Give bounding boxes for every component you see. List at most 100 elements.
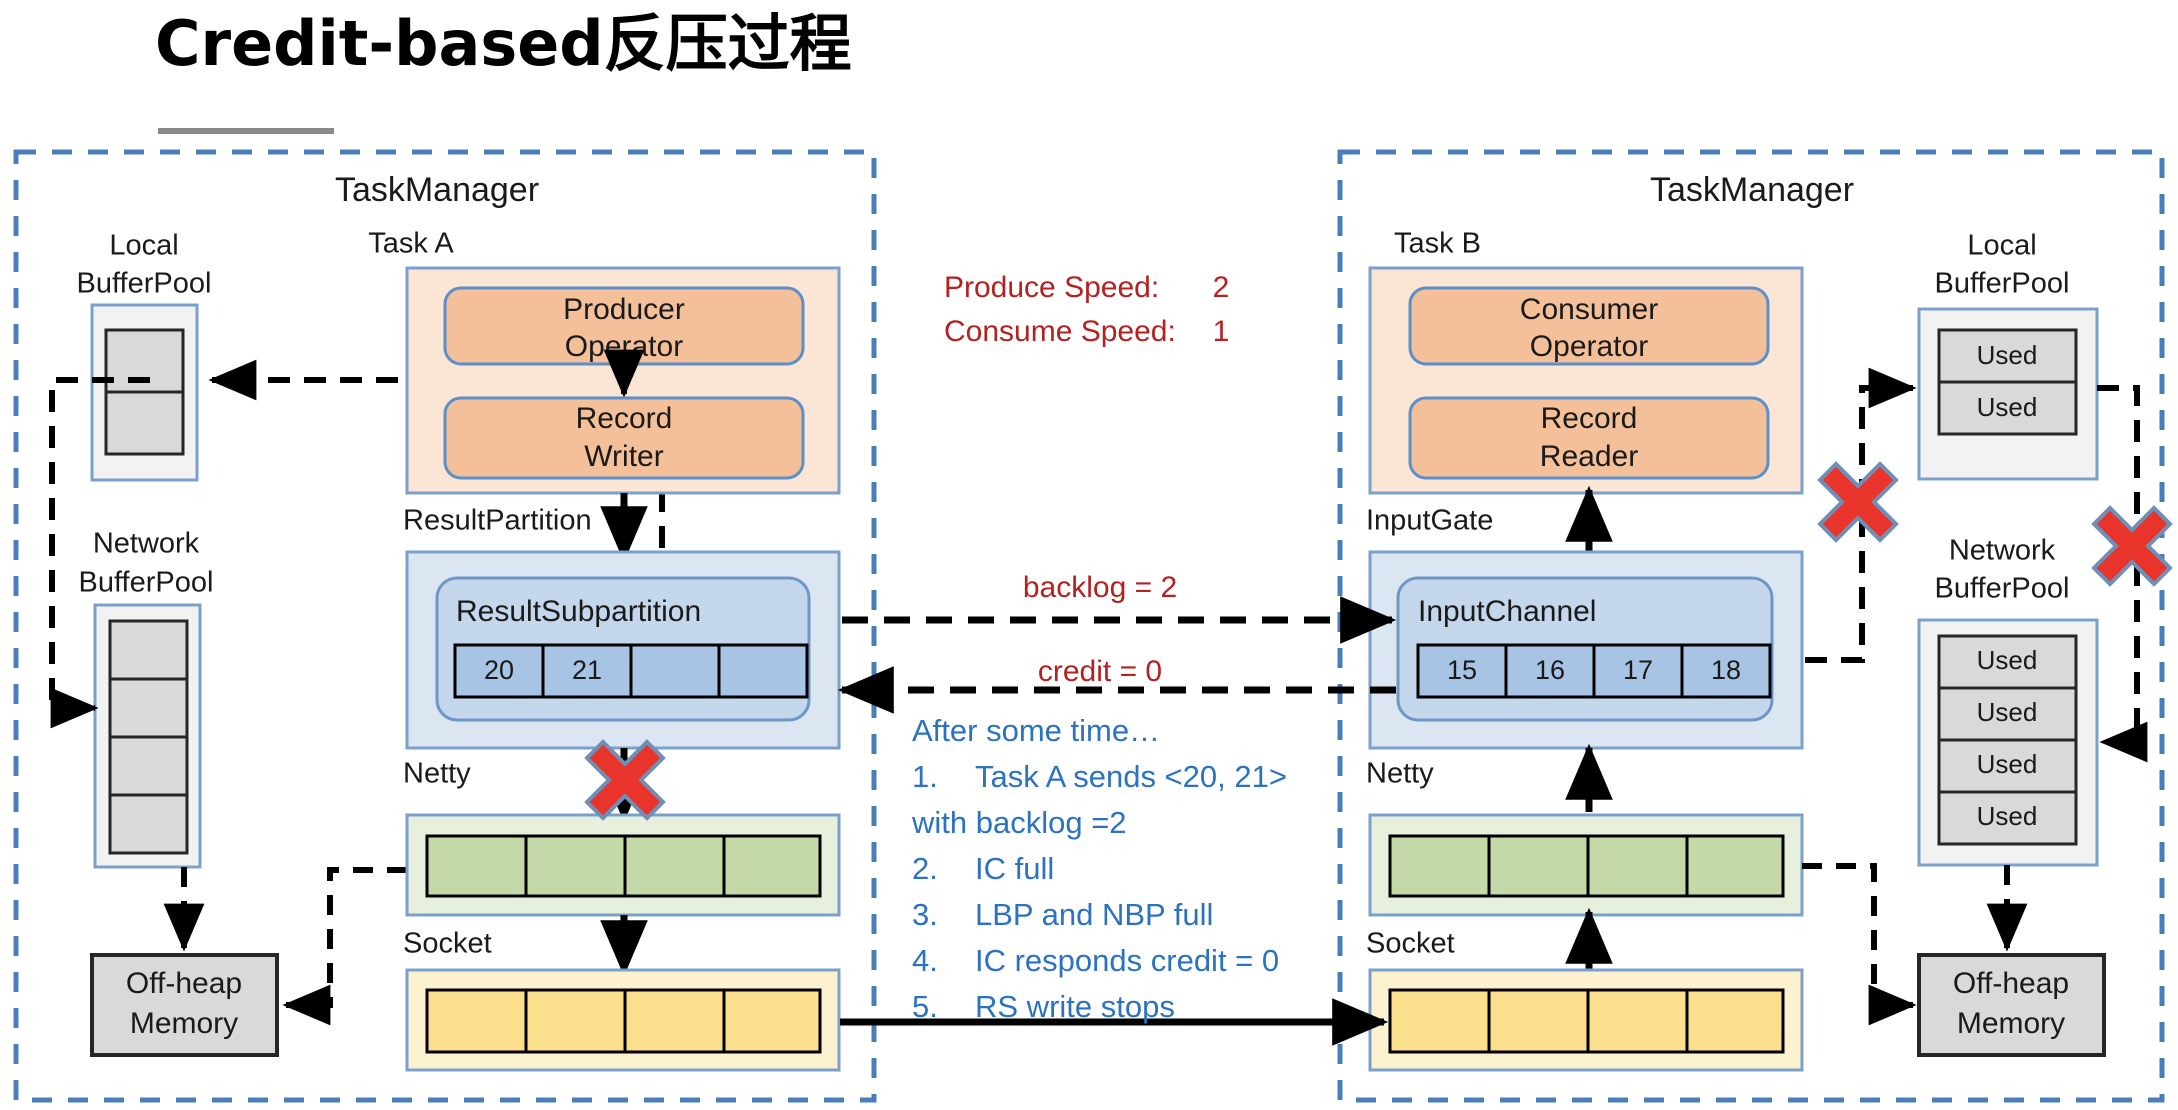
step-4-text: IC responds credit = 0 [975, 943, 1279, 978]
ic-buffer-0 [1416, 643, 1508, 699]
step-1-num: 1. [912, 759, 938, 794]
backlog-label: backlog = 2 [1023, 571, 1177, 604]
right-lbp-cell-0 [1937, 328, 2078, 384]
left-netty-cell-2 [623, 834, 726, 898]
task-a-box: Producer Operator Record Writer [405, 266, 841, 495]
consume-speed-value: 1 [1213, 315, 1230, 348]
left-netty-cell-3 [722, 834, 822, 898]
right-socket-cell-0 [1388, 988, 1491, 1054]
right-socket-cell-3 [1685, 988, 1785, 1054]
right-nbp-cell-0-value: Used [1977, 645, 2038, 675]
right-nbp-cell-3-value: Used [1977, 801, 2038, 831]
left-socket-label: Socket [403, 928, 492, 960]
result-partition-box: ResultSubpartition 20 21 [405, 550, 841, 750]
ic-buffer-1-value: 16 [1535, 655, 1565, 685]
left-offheap-memory: Off-heap Memory [90, 953, 279, 1057]
rs-buffer-3 [717, 643, 809, 699]
ic-buffer-0-value: 15 [1447, 655, 1477, 685]
left-nbp-feed-path [49, 377, 150, 729]
result-subpartition-label: ResultSubpartition [456, 595, 701, 628]
rs-buffer-1 [541, 643, 633, 699]
right-offheap-memory: Off-heap Memory [1917, 953, 2106, 1057]
step-1-text: Task A sends <20, 21> [975, 759, 1287, 794]
left-local-bufferpool-label-1: Local [109, 230, 178, 262]
rs-buffer-1-value: 21 [572, 655, 602, 685]
ic-buffer-2 [1592, 643, 1684, 699]
step-3-num: 3. [912, 897, 938, 932]
left-nbp-cell-0 [108, 619, 189, 681]
right-local-bufferpool: Used Used [1917, 307, 2099, 481]
left-offheap-line1: Off-heap [126, 967, 242, 1000]
step-5-text: RS write stops [975, 989, 1175, 1024]
ic-buffer-3-value: 18 [1711, 655, 1741, 685]
produce-speed-label: Produce Speed: [944, 271, 1159, 304]
left-nbp-cell-2 [108, 735, 189, 797]
producer-operator-line1: Producer [563, 293, 685, 326]
title-underline [158, 128, 334, 134]
record-reader-box: Record Reader [1408, 396, 1770, 480]
right-network-bufferpool-label-2: BufferPool [1935, 573, 2070, 605]
right-socket-label: Socket [1366, 928, 1455, 960]
consumer-operator-box: Consumer Operator [1408, 286, 1770, 366]
left-taskmanager-boundary [13, 149, 877, 1103]
step-3-text: LBP and NBP full [975, 897, 1213, 932]
result-subpartition-box: ResultSubpartition 20 21 [435, 576, 811, 722]
left-taskmanager-title: TaskManager [335, 171, 539, 209]
consume-speed-label: Consume Speed: [944, 315, 1176, 348]
input-channel-label: InputChannel [1418, 595, 1596, 628]
left-netty-label: Netty [403, 758, 471, 790]
left-netty-box [405, 813, 841, 917]
right-nbp-cell-1 [1937, 686, 2078, 742]
left-socket-cell-2 [623, 988, 726, 1054]
rs-buffer-2 [629, 643, 721, 699]
result-partition-label: ResultPartition [403, 505, 592, 537]
step-1-cont: with backlog =2 [911, 805, 1127, 840]
left-local-bufferpool [90, 303, 199, 482]
record-reader-line2: Reader [1540, 440, 1638, 473]
right-offheap-line2: Memory [1957, 1007, 2065, 1040]
record-writer-box: Record Writer [443, 396, 805, 480]
record-writer-line2: Writer [584, 440, 663, 473]
right-network-bufferpool-label-1: Network [1949, 535, 2056, 567]
left-network-bufferpool [93, 603, 202, 869]
ic-buffer-2-value: 17 [1623, 655, 1653, 685]
ic-buffer-3 [1680, 643, 1772, 699]
red-x-icon-right-lbp-inbound [1817, 461, 1899, 543]
right-netty-cell-2 [1586, 834, 1689, 898]
left-netty-cell-1 [524, 834, 627, 898]
red-x-icon-right-nbp-outbound [2091, 505, 2173, 587]
left-socket-cell-0 [425, 988, 528, 1054]
input-gate-box: InputChannel 15 16 17 18 [1368, 550, 1804, 750]
right-offheap-line1: Off-heap [1953, 967, 2069, 1000]
right-lbp-cell-0-value: Used [1977, 340, 2038, 370]
consumer-operator-line1: Consumer [1520, 293, 1658, 326]
left-socket-box [405, 968, 841, 1072]
right-nbp-cell-3 [1937, 790, 2078, 846]
right-task-label: Task B [1394, 228, 1481, 260]
produce-speed-value: 2 [1213, 271, 1230, 304]
right-nbp-cell-2-value: Used [1977, 749, 2038, 779]
right-netty-cell-1 [1487, 834, 1590, 898]
right-netty-offheap-path [1802, 863, 1917, 1026]
right-netty-cell-3 [1685, 834, 1785, 898]
producer-operator-line2: Operator [565, 330, 683, 363]
producer-operator-box: Producer Operator [443, 286, 805, 366]
right-lbp-cell-1-value: Used [1977, 392, 2038, 422]
right-netty-box [1368, 813, 1804, 917]
right-socket-cell-1 [1487, 988, 1590, 1054]
left-local-bufferpool-label-2: BufferPool [77, 268, 212, 300]
step-5-num: 5. [912, 989, 938, 1024]
left-socket-cell-1 [524, 988, 627, 1054]
consumer-operator-line2: Operator [1530, 330, 1648, 363]
left-network-bufferpool-label-1: Network [93, 528, 200, 560]
credit-label: credit = 0 [1038, 655, 1162, 688]
page-title: Credit-based反压过程 [155, 7, 852, 80]
left-nbp-cell-1 [108, 677, 189, 739]
rs-buffer-0-value: 20 [484, 655, 514, 685]
task-b-box: Consumer Operator Record Reader [1368, 266, 1804, 495]
left-network-bufferpool-label-2: BufferPool [79, 567, 214, 599]
record-writer-line1: Record [576, 402, 673, 435]
red-x-icon-partition-netty [584, 739, 666, 821]
input-channel-box: InputChannel 15 16 17 18 [1396, 576, 1774, 722]
